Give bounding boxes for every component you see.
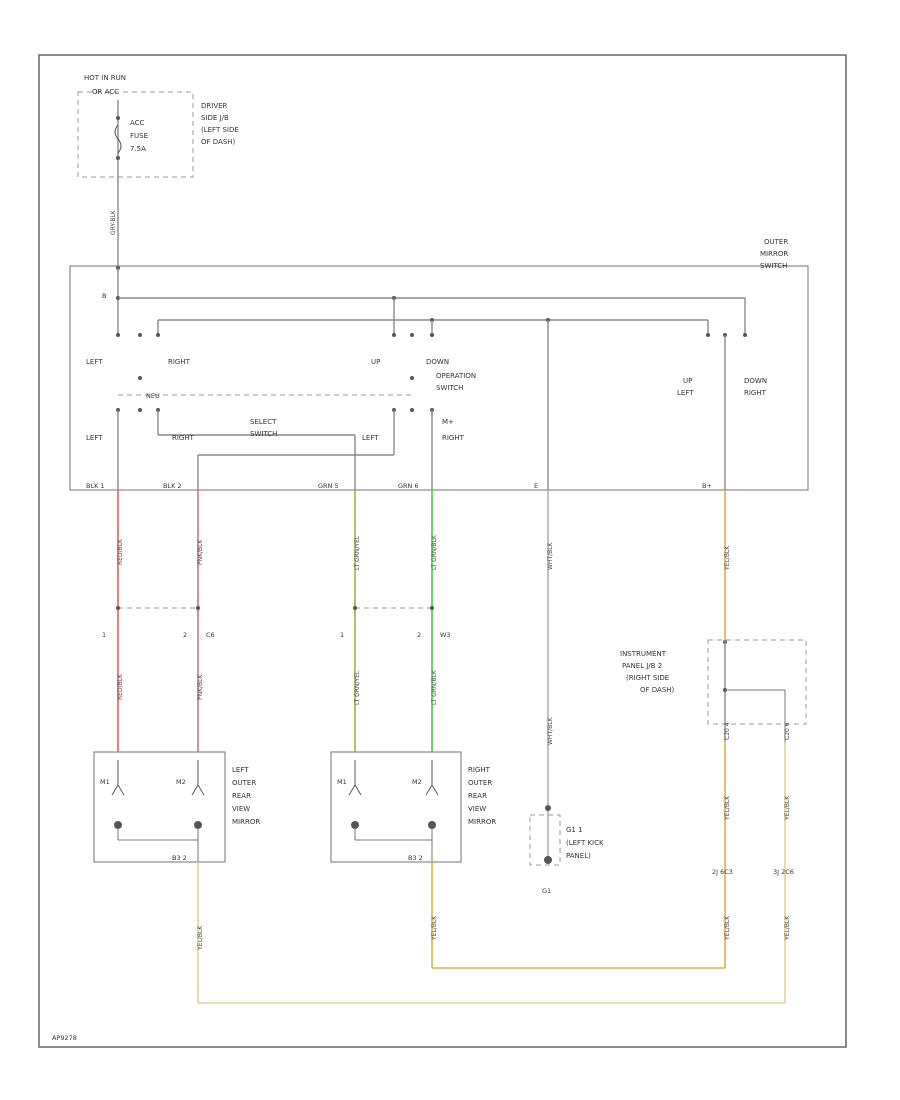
label-select-2: SWITCH (250, 430, 277, 438)
label-down-right-2: RIGHT (744, 389, 767, 397)
left-mirror-pin: B3 2 (172, 854, 187, 862)
footer-code: AP9278 (52, 1034, 77, 1042)
label-right-sel: RIGHT (172, 434, 195, 442)
switch-title-1: OUTER (764, 238, 788, 246)
pin-b: B (102, 292, 106, 300)
wire-label-6: YEL/BLK (724, 545, 731, 571)
conn-w3-pin1: 1 (340, 631, 344, 639)
instrument-jb-label-4: OF DASH) (640, 686, 675, 694)
label-right-bottom: RIGHT (442, 434, 465, 442)
right-mirror-pin: B3 2 (408, 854, 423, 862)
right-mirror-label-4: VIEW (468, 805, 486, 813)
wire-label-2b: PNK/BLK (197, 673, 204, 700)
right-mirror-label-2: OUTER (468, 779, 492, 787)
fuse-wire-color: GRY-BLK (110, 209, 117, 235)
fuse-location-1: DRIVER (201, 102, 228, 110)
pin-e: E (534, 482, 538, 490)
fuse-line-1: ACC (130, 119, 145, 127)
wire-label-lower-mid: YEL/BLK (431, 915, 438, 941)
label-left-bottom: LEFT (86, 434, 103, 442)
wire-label-5: WHT/BLK (547, 541, 554, 570)
instrument-jb-box (707, 639, 807, 725)
label-select-left: LEFT (362, 434, 379, 442)
right-mirror-m2: M2 (412, 778, 422, 786)
conn-w3-pin2: 2 (417, 631, 421, 639)
fuse-line-3: 7.5A (130, 145, 146, 153)
conn-w3-name: W3 (440, 631, 451, 639)
right-mirror-label-3: REAR (468, 792, 487, 800)
left-mirror-m2: M2 (176, 778, 186, 786)
wire-label-4b: LT GRN/BLK (431, 669, 438, 705)
label-operation-1: OPERATION (436, 372, 476, 380)
left-mirror-label-1: LEFT (232, 766, 249, 774)
switch-title-3: SWITCH (760, 262, 787, 270)
wire-label-lower-left: YEL/BLK (197, 925, 204, 951)
fuse-line-2: FUSE (130, 132, 148, 140)
conn-c6-pin1: 1 (102, 631, 106, 639)
left-mirror-label-3: REAR (232, 792, 251, 800)
wire-label-lower-r2: YEL/BLK (784, 915, 791, 941)
fuse-header: HOT IN RUN (84, 74, 126, 82)
pin-bplus: B+ (702, 482, 712, 490)
label-down: DOWN (426, 358, 449, 366)
left-mirror-m1: M1 (100, 778, 110, 786)
switch-block (69, 265, 809, 491)
pin-blk1: BLK 1 (86, 482, 105, 490)
label-operation-2: SWITCH (436, 384, 463, 392)
wire-label-yel-2: YEL/BLK (724, 795, 731, 821)
label-select-1: SELECT (250, 418, 277, 426)
fuse-location-4: OF DASH) (201, 138, 236, 146)
right-mirror-label-1: RIGHT (468, 766, 491, 774)
left-mirror-label-2: OUTER (232, 779, 256, 787)
instrument-jb-label-2: PANEL J/B 2 (622, 662, 662, 670)
wire-label-yel-3: YEL/BLK (784, 795, 791, 821)
left-mirror-box (93, 751, 226, 863)
conn-c6-name: C6 (206, 631, 215, 639)
left-mirror-label-4: VIEW (232, 805, 250, 813)
pin-grn5: GRN 5 (318, 482, 339, 490)
wire-label-1: RED/BLK (117, 538, 124, 565)
label-up: UP (371, 358, 380, 366)
instrument-conn-left: 2J 6C3 (712, 868, 733, 876)
instrument-jb-pin-1: C20 4 (724, 722, 731, 740)
fuse-location-2: SIDE J/B (201, 114, 229, 122)
instrument-conn-right: 3J 2C6 (773, 868, 794, 876)
ground-id: G1 (542, 887, 551, 895)
ground-label-2: (LEFT KICK (566, 839, 604, 847)
fuse-box (77, 91, 194, 178)
label-up-left-1: UP (683, 377, 692, 385)
diagram-border (38, 54, 847, 1048)
fuse-location-3: (LEFT SIDE (201, 126, 239, 134)
instrument-jb-label-3: (RIGHT SIDE (626, 674, 669, 682)
ground-label-1: G1 1 (566, 826, 583, 834)
ground-label-3: PANEL) (566, 852, 591, 860)
instrument-jb-pin-2: C20 6 (784, 722, 791, 740)
conn-c6-pin2: 2 (183, 631, 187, 639)
label-left-top: LEFT (86, 358, 103, 366)
label-right-top: RIGHT (168, 358, 191, 366)
instrument-jb-label-1: INSTRUMENT (620, 650, 667, 658)
right-mirror-m1: M1 (337, 778, 347, 786)
pin-blk2: BLK 2 (163, 482, 182, 490)
right-mirror-label-5: MIRROR (468, 818, 496, 826)
ground-box (529, 814, 561, 866)
wire-label-3: LT GRN/YEL (354, 535, 361, 570)
wire-label-2: PNK/BLK (197, 538, 204, 565)
fuse-header-2: OR ACC (92, 88, 119, 96)
label-down-right-1: DOWN (744, 377, 767, 385)
label-m-plus: M+ (442, 418, 454, 426)
wire-label-lower-r1: YEL/BLK (724, 915, 731, 941)
right-mirror-box (330, 751, 462, 863)
label-neu: NEU (146, 392, 160, 400)
wire-label-3b: LT GRN/YEL (354, 670, 361, 705)
wire-label-1b: RED/BLK (117, 673, 124, 700)
label-up-left-2: LEFT (677, 389, 694, 397)
left-mirror-label-5: MIRROR (232, 818, 260, 826)
switch-title-2: MIRROR (760, 250, 788, 258)
wire-label-5b: WHT/BLK (547, 716, 554, 745)
pin-grn6: GRN 6 (398, 482, 419, 490)
wire-label-4: LT GRN/BLK (431, 534, 438, 570)
